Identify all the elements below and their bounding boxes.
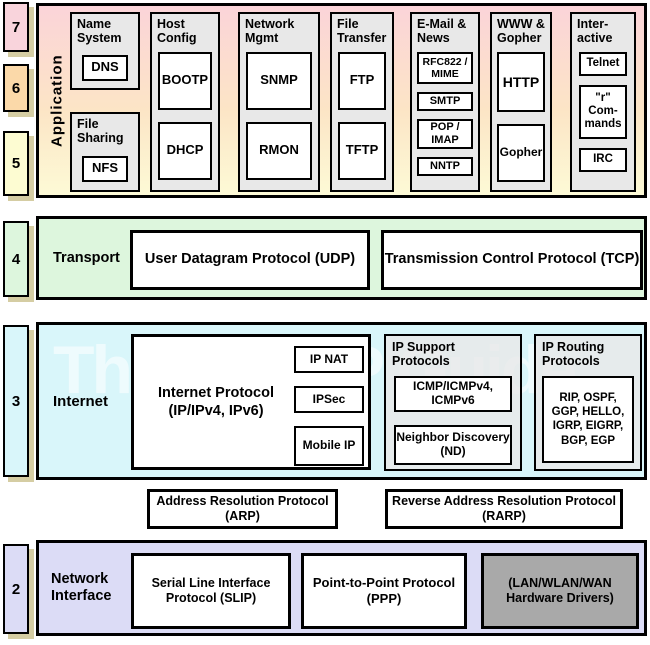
network-interface-layer-label: Network Interface <box>51 570 112 604</box>
protocol-neighbor-discovery: Neighbor Discovery (ND) <box>394 424 512 465</box>
protocol-telnet: Telnet <box>579 51 627 76</box>
transport-layer-band: Transport User Datagram Protocol (UDP) T… <box>36 216 647 300</box>
layer-number-7: 7 <box>3 2 29 52</box>
group-interactive-label: Inter-active <box>577 17 613 46</box>
group-www-gopher-label: WWW & Gopher <box>497 17 545 46</box>
layer-number-5: 5 <box>3 131 29 196</box>
protocol-dhcp: DHCP <box>158 121 212 180</box>
application-layer-label: Application <box>48 54 66 147</box>
protocol-routing-list: RIP, OSPF, GGP, HELLO, IGRP, EIGRP, BGP,… <box>542 375 634 463</box>
layer-number-4: 4 <box>3 221 29 297</box>
protocol-rarp: Reverse Address Resolution Protocol (RAR… <box>385 489 623 529</box>
group-www-gopher: WWW & Gopher HTTP Gopher <box>490 12 552 192</box>
protocol-tcp: Transmission Control Protocol (TCP) <box>381 230 643 290</box>
application-layer-band: Application Name System DNS File Sharing… <box>36 3 647 198</box>
transport-layer-label: Transport <box>53 250 120 266</box>
group-email-news-label: E-Mail & News <box>417 17 467 46</box>
protocol-arp: Address Resolution Protocol (ARP) <box>147 489 338 529</box>
group-file-sharing: File Sharing NFS <box>70 112 140 192</box>
protocol-irc: IRC <box>579 147 627 172</box>
protocol-r-commands: "r" Com-mands <box>579 84 627 139</box>
layer-number-2: 2 <box>3 544 29 634</box>
group-interactive: Inter-active Telnet "r" Com-mands IRC <box>570 12 636 192</box>
protocol-ppp: Point-to-Point Protocol (PPP) <box>301 553 467 629</box>
protocol-ip-nat: IP NAT <box>294 346 364 373</box>
group-file-sharing-label: File Sharing <box>77 117 124 146</box>
protocol-hardware-drivers: (LAN/WLAN/WAN Hardware Drivers) <box>481 553 639 629</box>
protocol-nfs: NFS <box>82 155 128 182</box>
group-name-system: Name System DNS <box>70 12 140 90</box>
network-interface-layer-band: Network Interface Serial Line Interface … <box>36 540 647 636</box>
protocol-pop-imap: POP / IMAP <box>417 118 473 149</box>
protocol-dns: DNS <box>82 54 128 81</box>
protocol-ipsec: IPSec <box>294 386 364 413</box>
protocol-http: HTTP <box>497 51 545 112</box>
group-ip-support-label: IP Support Protocols <box>392 340 455 369</box>
protocol-udp: User Datagram Protocol (UDP) <box>130 230 370 290</box>
group-host-config-label: Host Config <box>157 17 197 46</box>
protocol-nntp: NNTP <box>417 156 473 176</box>
group-file-transfer-label: File Transfer <box>337 17 387 46</box>
protocol-rfc822-mime: RFC822 / MIME <box>417 51 473 84</box>
protocol-tftp: TFTP <box>338 121 386 180</box>
protocol-gopher: Gopher <box>497 123 545 182</box>
layer-number-3: 3 <box>3 325 29 477</box>
layer-number-6: 6 <box>3 64 29 112</box>
group-name-system-label: Name System <box>77 17 122 46</box>
group-ip-routing-label: IP Routing Protocols <box>542 340 605 369</box>
group-network-mgmt: Network Mgmt SNMP RMON <box>238 12 320 192</box>
group-ip-routing-protocols: IP Routing Protocols RIP, OSPF, GGP, HEL… <box>534 334 642 471</box>
protocol-slip: Serial Line Interface Protocol (SLIP) <box>131 553 291 629</box>
protocol-ftp: FTP <box>338 51 386 110</box>
protocol-icmp: ICMP/ICMPv4, ICMPv6 <box>394 375 512 412</box>
protocol-ip-title: Internet Protocol (IP/IPv4, IPv6) <box>157 384 274 419</box>
internet-layer-label: Internet <box>53 392 109 410</box>
group-file-transfer: File Transfer FTP TFTP <box>330 12 394 192</box>
group-network-mgmt-label: Network Mgmt <box>245 17 295 46</box>
group-email-news: E-Mail & News RFC822 / MIME SMTP POP / I… <box>410 12 480 192</box>
protocol-mobile-ip: Mobile IP <box>294 426 364 466</box>
protocol-smtp: SMTP <box>417 91 473 111</box>
group-host-config: Host Config BOOTP DHCP <box>150 12 220 192</box>
protocol-ip-box: Internet Protocol (IP/IPv4, IPv6) IP NAT… <box>131 334 371 470</box>
protocol-rmon: RMON <box>246 121 312 180</box>
group-ip-support-protocols: IP Support Protocols ICMP/ICMPv4, ICMPv6… <box>384 334 522 471</box>
protocol-bootp: BOOTP <box>158 51 212 110</box>
protocol-snmp: SNMP <box>246 51 312 110</box>
internet-layer-band: The TCP/IP Guide Internet Internet Proto… <box>36 322 647 480</box>
